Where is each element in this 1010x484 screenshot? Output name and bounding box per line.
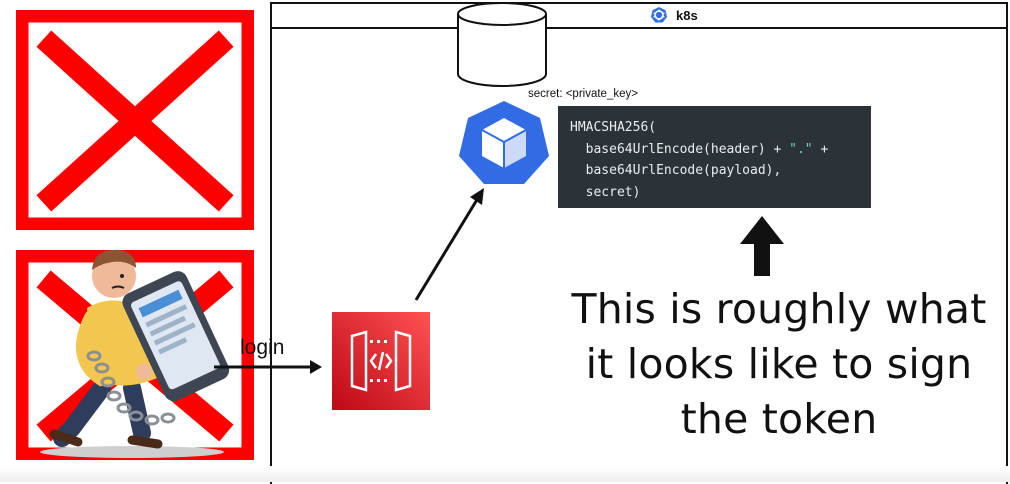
- k8s-title-label: k8s: [676, 7, 698, 23]
- kubernetes-helm-icon: [651, 7, 667, 23]
- code-line: secret): [570, 184, 641, 200]
- stressed-user-with-phone-icon: [40, 249, 230, 458]
- up-arrow-icon: [740, 216, 784, 276]
- caption-line-1: This is roughly what: [571, 285, 987, 333]
- bottom-fade: [0, 466, 1010, 482]
- code-block: HMACSHA256( base64UrlEncode(header) + ".…: [558, 106, 871, 208]
- k8s-frame-title: k8s: [650, 6, 698, 24]
- caption-line-2: it looks like to sign: [585, 340, 973, 388]
- red-cross-icon: [16, 10, 254, 230]
- secret-label: secret: <private_key>: [528, 88, 638, 100]
- login-arrow-icon: [214, 360, 322, 374]
- k8s-cluster-frame: [270, 2, 1008, 484]
- api-gateway-icon: [332, 312, 430, 410]
- database-cylinder-icon: [457, 2, 547, 87]
- code-line: base64UrlEncode(payload),: [570, 163, 782, 178]
- kubernetes-cube-icon: [459, 101, 549, 184]
- caption-text: This is roughly what it looks like to si…: [540, 282, 1010, 447]
- gateway-to-k8s-arrow-icon: [414, 188, 484, 301]
- code-line: HMACSHA256(: [570, 120, 657, 135]
- login-label: login: [240, 336, 285, 359]
- k8s-frame-divider: [270, 27, 1008, 29]
- code-line: base64UrlEncode(header) + "." +: [570, 141, 829, 157]
- caption-line-3: the token: [680, 395, 878, 443]
